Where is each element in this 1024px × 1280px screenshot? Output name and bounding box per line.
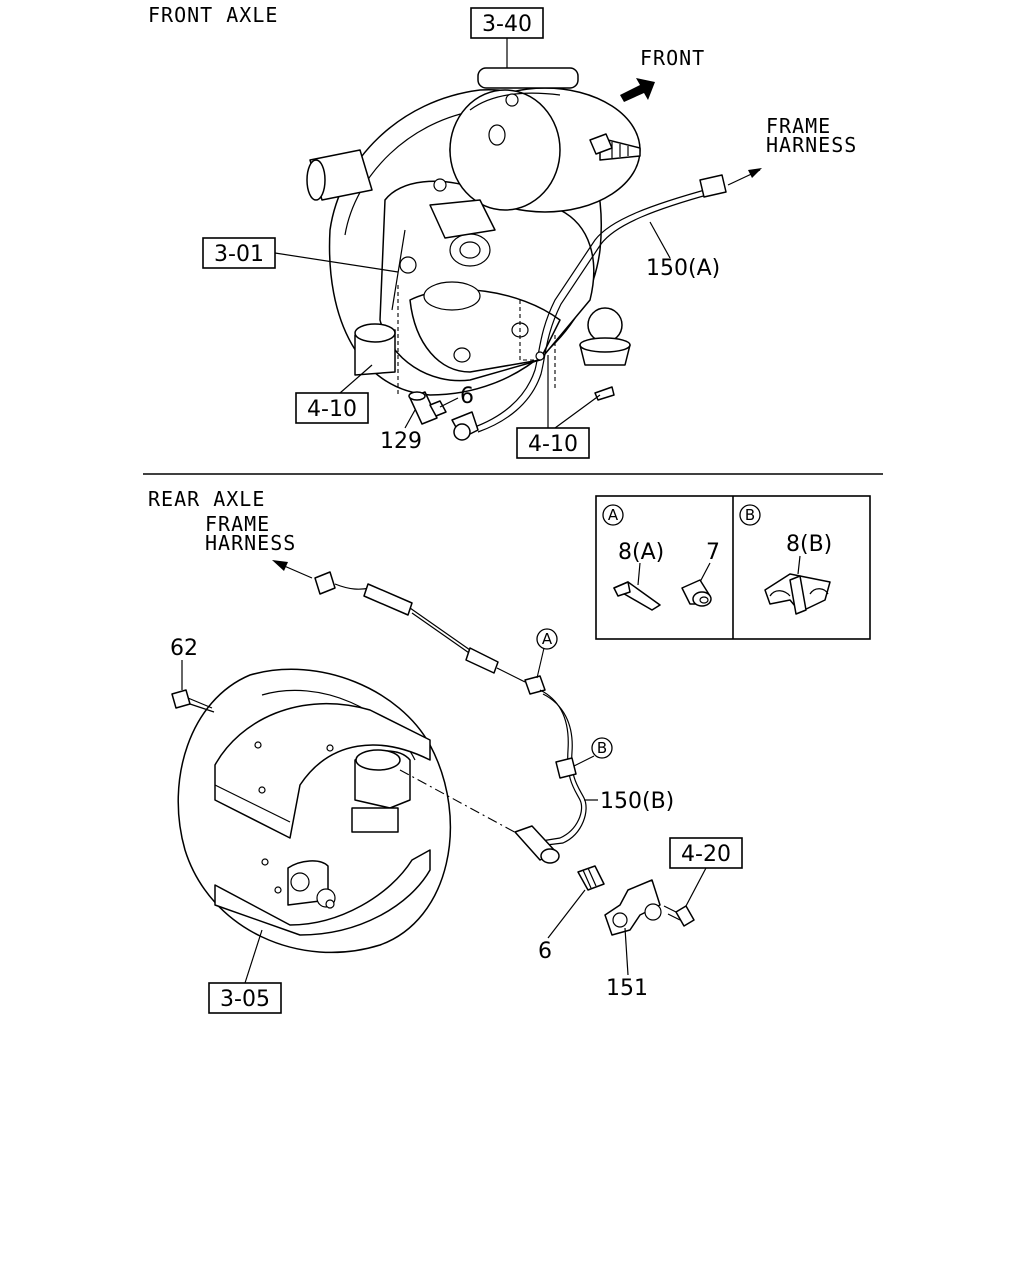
front-part-6-label: 6 xyxy=(460,384,474,409)
rear-part-151-leader xyxy=(624,927,629,976)
rear-bracket-151 xyxy=(604,879,662,936)
ref-3-40-label: 3-40 xyxy=(482,12,532,37)
rear-bolt-62 xyxy=(171,689,215,713)
front-frame-harness-arrowhead xyxy=(748,168,762,178)
detail-panel xyxy=(595,495,871,640)
detail-marker-b-text: B xyxy=(745,506,755,524)
front-axle-stub xyxy=(306,149,373,201)
rear-part-6-label: 6 xyxy=(538,939,552,964)
front-assembly-lines xyxy=(397,285,556,395)
front-sensor-129 xyxy=(408,391,438,425)
detail-part-8a-label: 8(A) xyxy=(618,540,664,565)
rear-part-151-label: 151 xyxy=(606,976,648,1001)
rear-part-62-label: 62 xyxy=(170,636,198,661)
front-direction-label: FRONT xyxy=(640,46,705,70)
ref-4-20-leader xyxy=(685,867,707,907)
front-part-150a-leader xyxy=(649,221,671,259)
front-brake-chamber xyxy=(429,67,641,239)
front-bushing xyxy=(354,323,396,376)
rear-callout-b-circle xyxy=(591,737,613,759)
front-part-150a-label: 150(A) xyxy=(646,256,720,281)
detail-part-8b-label: 8(B) xyxy=(786,532,832,557)
rear-assembly-centerline xyxy=(399,769,521,836)
detail-part-8a-leader xyxy=(637,562,641,586)
front-axle-title: FRONT AXLE xyxy=(148,3,278,27)
rear-axle-title: REAR AXLE xyxy=(148,487,265,511)
front-direction-arrow-icon xyxy=(620,78,655,102)
rear-callout-b-text: B xyxy=(597,739,607,757)
ref-4-10-right-leaders xyxy=(547,355,601,429)
rear-callout-a-circle xyxy=(536,628,558,650)
detail-part-7-label: 7 xyxy=(706,540,720,565)
ref-4-10-left-label: 4-10 xyxy=(307,397,357,422)
ref-3-05-leader xyxy=(244,929,263,984)
ref-4-10-left-leader xyxy=(339,364,373,394)
detail-part-7-leader xyxy=(699,562,711,583)
ref-box-4-10-right xyxy=(516,427,590,459)
detail-cable-tie-8a xyxy=(613,581,661,611)
ref-box-4-10-left xyxy=(295,392,369,424)
rear-frame-harness-arrowhead xyxy=(272,560,288,571)
front-frame-harness-label-line2: HARNESS xyxy=(766,133,857,157)
rear-callout-b-leader xyxy=(573,755,595,767)
ref-4-20-label: 4-20 xyxy=(681,842,731,867)
detail-marker-a-circle xyxy=(602,504,624,526)
ref-3-01-leader xyxy=(274,252,399,273)
rear-brake-shoe-lower xyxy=(214,741,431,936)
rear-part-6-leader xyxy=(547,889,586,939)
ref-3-05-label: 3-05 xyxy=(220,987,270,1012)
rear-bolt-4-20 xyxy=(663,905,695,927)
rear-brake-shoe-upper xyxy=(214,702,431,839)
rear-sensor-body xyxy=(514,825,560,864)
rear-sensor-cable-150b xyxy=(314,571,587,847)
detail-part-8b-leader xyxy=(797,555,801,575)
ref-3-01-label: 3-01 xyxy=(214,242,264,267)
ref-box-4-20 xyxy=(669,837,743,869)
rear-sleeve-6 xyxy=(577,865,605,891)
front-part-129-leader xyxy=(404,409,416,429)
ref-box-3-05 xyxy=(208,982,282,1014)
detail-clip-7 xyxy=(681,579,712,607)
rear-part-150b-label: 150(B) xyxy=(600,789,674,814)
rear-callout-a-text: A xyxy=(542,630,553,648)
front-ball-stud xyxy=(579,307,631,366)
rear-frame-harness-label-line1: FRAME xyxy=(205,512,270,536)
front-sleeve-6 xyxy=(429,400,447,417)
ref-4-10-right-label: 4-10 xyxy=(528,432,578,457)
rear-frame-harness-arrow xyxy=(281,564,313,579)
front-frame-harness-label-line1: FRAME xyxy=(766,114,831,138)
front-sensor-cable-150a xyxy=(451,174,727,441)
detail-marker-a-text: A xyxy=(608,506,619,524)
front-part-129-label: 129 xyxy=(380,429,422,454)
rear-frame-harness-label-line2: HARNESS xyxy=(205,531,296,555)
detail-clamp-8b xyxy=(764,573,831,615)
front-part-6-leader xyxy=(439,397,459,408)
rear-callout-a-leader xyxy=(536,647,545,679)
front-steering-knuckle xyxy=(379,180,595,382)
detail-marker-b-circle xyxy=(739,504,761,526)
